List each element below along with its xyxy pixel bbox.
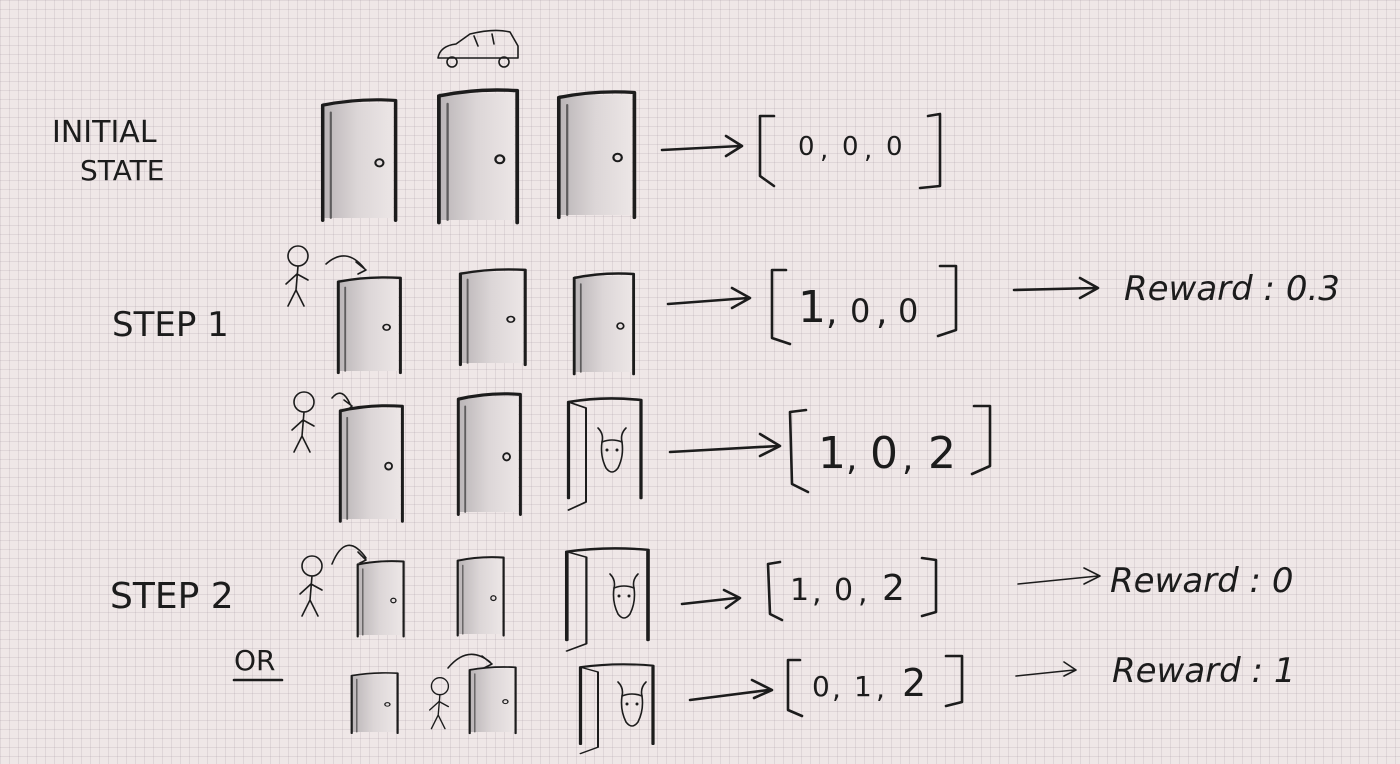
- door-icon: [437, 88, 520, 225]
- comma: ,: [826, 292, 837, 333]
- state-value: 0: [842, 132, 859, 162]
- choice-arrow-icon: [331, 392, 353, 411]
- door-icon: [350, 671, 399, 735]
- state-vector-step2b: 0 , 1 , 2: [786, 654, 964, 718]
- state-vector-step1a: 1 , 0 , 0: [770, 264, 958, 346]
- state-value: 1: [790, 573, 809, 608]
- state-value: 1: [854, 670, 872, 703]
- door-icon: [356, 560, 405, 638]
- initial-label-line1: INITIAL: [52, 115, 157, 150]
- bracket-icon: [786, 658, 804, 718]
- open-door-icon: [566, 396, 643, 512]
- bracket-icon: [920, 556, 938, 618]
- arrow-icon: [1012, 276, 1100, 300]
- or-label: OR: [234, 644, 276, 677]
- door-icon: [336, 275, 402, 375]
- door-icon: [320, 98, 398, 223]
- state-vector-step1b: 1 , 0 , 2: [788, 404, 992, 494]
- bracket-icon: [970, 404, 992, 476]
- car-icon: [437, 29, 519, 68]
- arrow-icon: [668, 432, 782, 458]
- goat-icon: [609, 573, 639, 619]
- door-icon: [572, 272, 636, 376]
- reward-step1a: Reward : 0.3: [1124, 269, 1340, 309]
- door-icon: [456, 392, 522, 516]
- state-value: 2: [902, 661, 926, 705]
- state-value: 0: [798, 132, 815, 162]
- comma: ,: [876, 292, 887, 333]
- comma: ,: [876, 672, 885, 705]
- comma: ,: [832, 672, 841, 705]
- state-value: 0: [870, 428, 898, 479]
- bracket-icon: [918, 112, 942, 190]
- bracket-icon: [944, 654, 964, 708]
- arrow-icon: [688, 678, 774, 702]
- state-value: 0: [898, 292, 918, 330]
- comma: ,: [864, 135, 872, 165]
- initial-state-label: INITIAL STATE: [52, 115, 164, 187]
- comma: ,: [820, 135, 828, 165]
- reward-step2a: Reward : 0: [1110, 561, 1293, 601]
- comma: ,: [858, 575, 868, 610]
- state-value: 1: [798, 282, 826, 333]
- bracket-icon: [788, 408, 810, 494]
- choice-arrow-icon: [325, 255, 367, 275]
- comma: ,: [812, 575, 822, 610]
- state-value: 1: [818, 428, 846, 479]
- state-value: 0: [886, 132, 903, 162]
- stick-figure-icon: [299, 555, 323, 617]
- step1-label: STEP 1: [112, 305, 229, 345]
- comma: ,: [902, 438, 913, 479]
- state-value: 2: [882, 568, 905, 609]
- choice-arrow-icon: [331, 544, 367, 565]
- arrow-icon: [1015, 661, 1077, 677]
- stick-figure-icon: [429, 677, 450, 730]
- state-value: 0: [850, 292, 870, 330]
- arrow-icon: [1017, 567, 1101, 585]
- reward-step2b: Reward : 1: [1112, 651, 1295, 691]
- door-icon: [468, 665, 517, 735]
- bracket-icon: [766, 560, 784, 622]
- state-vector-initial: 0 , 0 , 0: [758, 112, 942, 190]
- bracket-icon: [770, 268, 792, 346]
- state-vector-step2a: 1 , 0 , 2: [766, 556, 938, 622]
- state-value: 2: [928, 428, 956, 479]
- arrow-icon: [660, 134, 744, 158]
- comma: ,: [846, 438, 857, 479]
- door-icon: [458, 267, 527, 367]
- goat-icon: [597, 427, 627, 473]
- initial-label-line2: STATE: [80, 154, 164, 187]
- door-icon: [556, 90, 637, 220]
- state-value: 0: [812, 670, 830, 703]
- arrow-icon: [666, 286, 752, 310]
- bracket-icon: [936, 264, 958, 338]
- arrow-icon: [680, 588, 742, 610]
- choice-arrow-icon: [447, 653, 493, 669]
- goat-icon: [617, 681, 647, 727]
- open-door-icon: [564, 546, 650, 653]
- step2-label: STEP 2: [110, 576, 234, 617]
- bracket-icon: [758, 114, 776, 188]
- stick-figure-icon: [291, 391, 315, 453]
- stick-figure-icon: [285, 245, 309, 307]
- door-icon: [456, 556, 505, 637]
- door-icon: [338, 404, 404, 523]
- state-value: 0: [834, 573, 853, 608]
